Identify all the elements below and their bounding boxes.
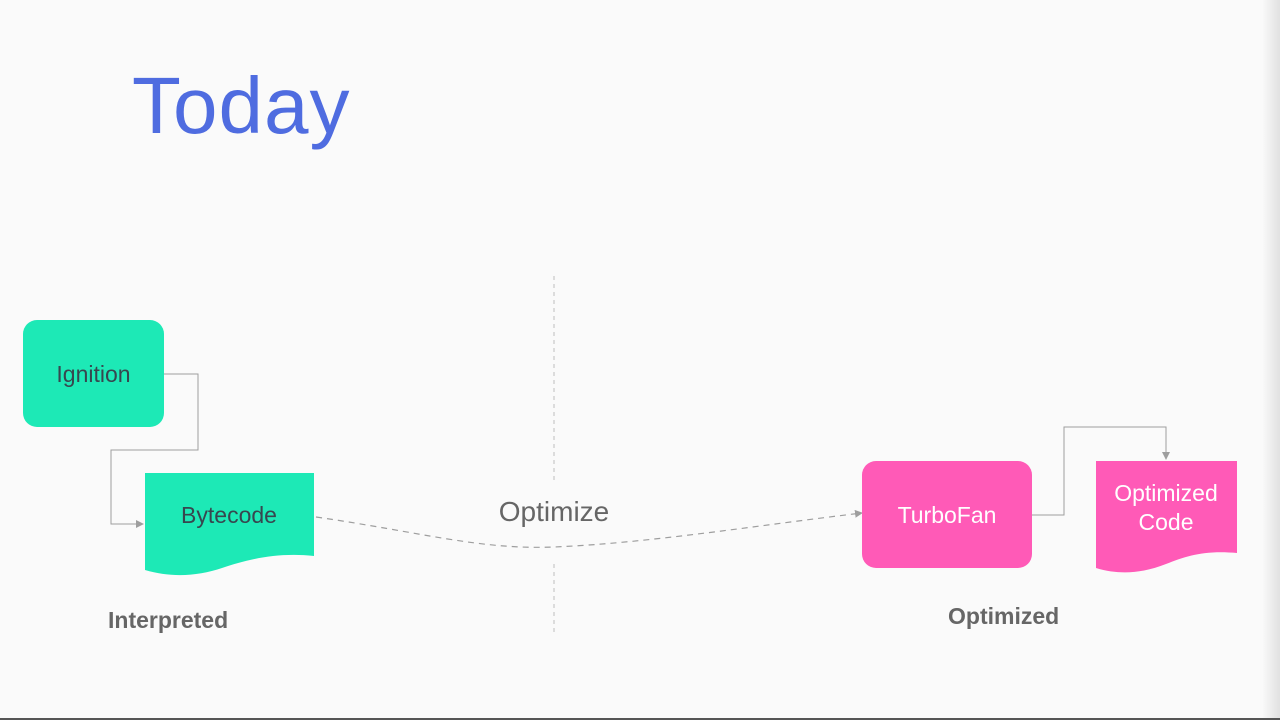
bytecode-label: Bytecode bbox=[181, 502, 277, 528]
ignition-to-bytecode-connector bbox=[110, 373, 199, 528]
bytecode-node: Bytecode bbox=[145, 473, 314, 576]
slide-title: Today bbox=[132, 61, 351, 150]
turbofan-to-optimized-code-connector bbox=[1032, 426, 1170, 516]
optimize-edge-label: Optimize bbox=[499, 496, 609, 527]
slide-edge-shadow bbox=[1262, 0, 1280, 720]
optimized-code-node: Optimized Code bbox=[1096, 461, 1237, 573]
ignition-node: Ignition bbox=[23, 320, 164, 427]
turbofan-node: TurboFan bbox=[862, 461, 1032, 568]
optimize-curve bbox=[315, 509, 863, 548]
turbofan-label: TurboFan bbox=[898, 502, 997, 528]
optimized-code-label-line2: Code bbox=[1139, 509, 1194, 535]
interpreted-caption: Interpreted bbox=[108, 607, 228, 633]
optimized-code-label-line1: Optimized bbox=[1114, 480, 1218, 506]
optimized-caption: Optimized bbox=[948, 603, 1059, 629]
bottom-border bbox=[0, 718, 1280, 720]
ignition-label: Ignition bbox=[56, 361, 130, 387]
